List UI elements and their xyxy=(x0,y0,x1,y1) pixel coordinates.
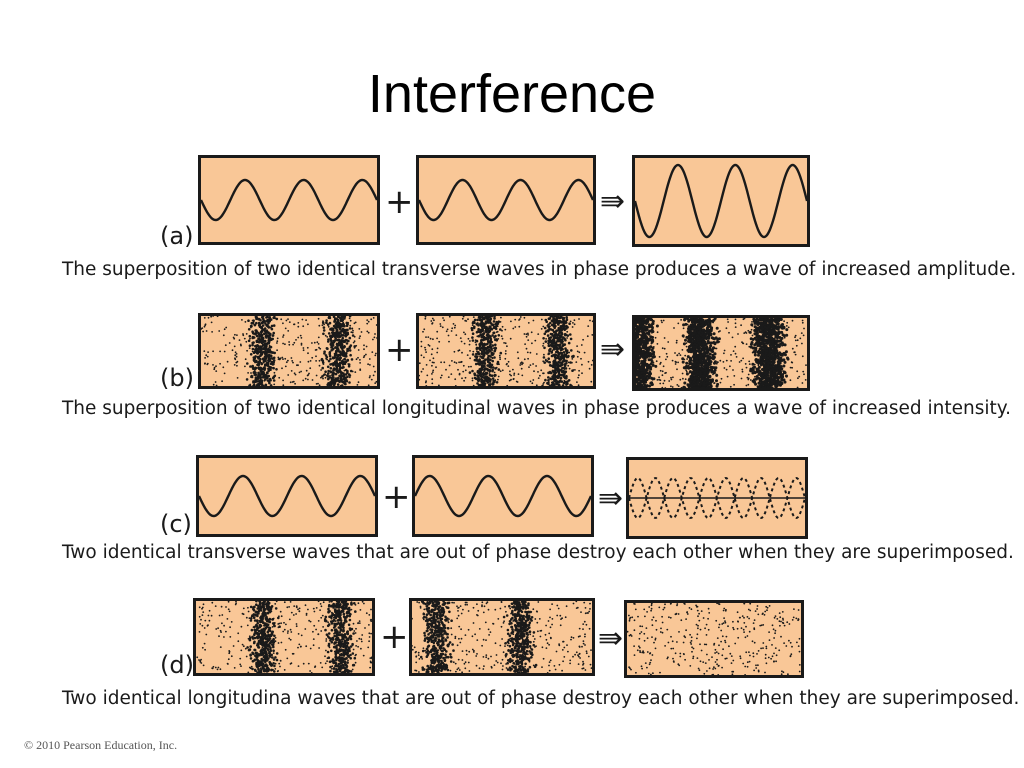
longitudinal-wave-b1 xyxy=(201,316,377,386)
transverse-wave-a-result xyxy=(635,158,807,244)
longitudinal-wave-b2 xyxy=(419,316,593,386)
panel-d-wave-1 xyxy=(193,598,375,676)
caption-a: The superposition of two identical trans… xyxy=(62,259,1017,280)
caption-b: The superposition of two identical longi… xyxy=(62,398,1011,419)
row-label-c: (c) xyxy=(160,510,192,538)
longitudinal-wave-d1 xyxy=(196,601,372,673)
plus-sign-b: + xyxy=(385,330,414,370)
panel-c-result xyxy=(626,457,808,539)
transverse-wave-c2 xyxy=(415,458,591,534)
arrow-d: ⇛ xyxy=(598,621,624,656)
panel-b-result xyxy=(632,315,810,391)
transverse-wave-c1 xyxy=(199,458,375,534)
panel-b-wave-2 xyxy=(416,313,596,389)
cancelled-transverse-wave-c xyxy=(629,460,805,536)
plus-sign-c: + xyxy=(382,477,411,517)
row-label-d: (d) xyxy=(160,651,194,679)
plus-sign-d: + xyxy=(380,617,409,657)
longitudinal-wave-d2 xyxy=(412,601,592,673)
plus-sign-a: + xyxy=(385,182,414,222)
panel-a-wave-1 xyxy=(198,155,380,245)
arrow-b: ⇛ xyxy=(600,332,626,367)
panel-d-wave-2 xyxy=(409,598,595,676)
caption-c: Two identical transverse waves that are … xyxy=(62,542,1014,563)
longitudinal-wave-b-result xyxy=(635,318,807,388)
panel-c-wave-1 xyxy=(196,455,378,537)
caption-d: Two identical longitudina waves that are… xyxy=(62,688,1020,709)
uniform-medium-d xyxy=(627,603,801,675)
row-label-a: (a) xyxy=(160,222,194,250)
panel-c-wave-2 xyxy=(412,455,594,537)
transverse-wave-a1 xyxy=(201,158,377,242)
copyright-notice: © 2010 Pearson Education, Inc. xyxy=(24,738,178,752)
arrow-c: ⇛ xyxy=(598,481,624,516)
arrow-a: ⇛ xyxy=(600,184,626,219)
transverse-wave-a2 xyxy=(419,158,593,242)
slide-title: Interference xyxy=(367,64,657,124)
panel-a-result xyxy=(632,155,810,247)
panel-d-result xyxy=(624,600,804,678)
panel-b-wave-1 xyxy=(198,313,380,389)
panel-a-wave-2 xyxy=(416,155,596,245)
row-label-b: (b) xyxy=(160,364,194,392)
